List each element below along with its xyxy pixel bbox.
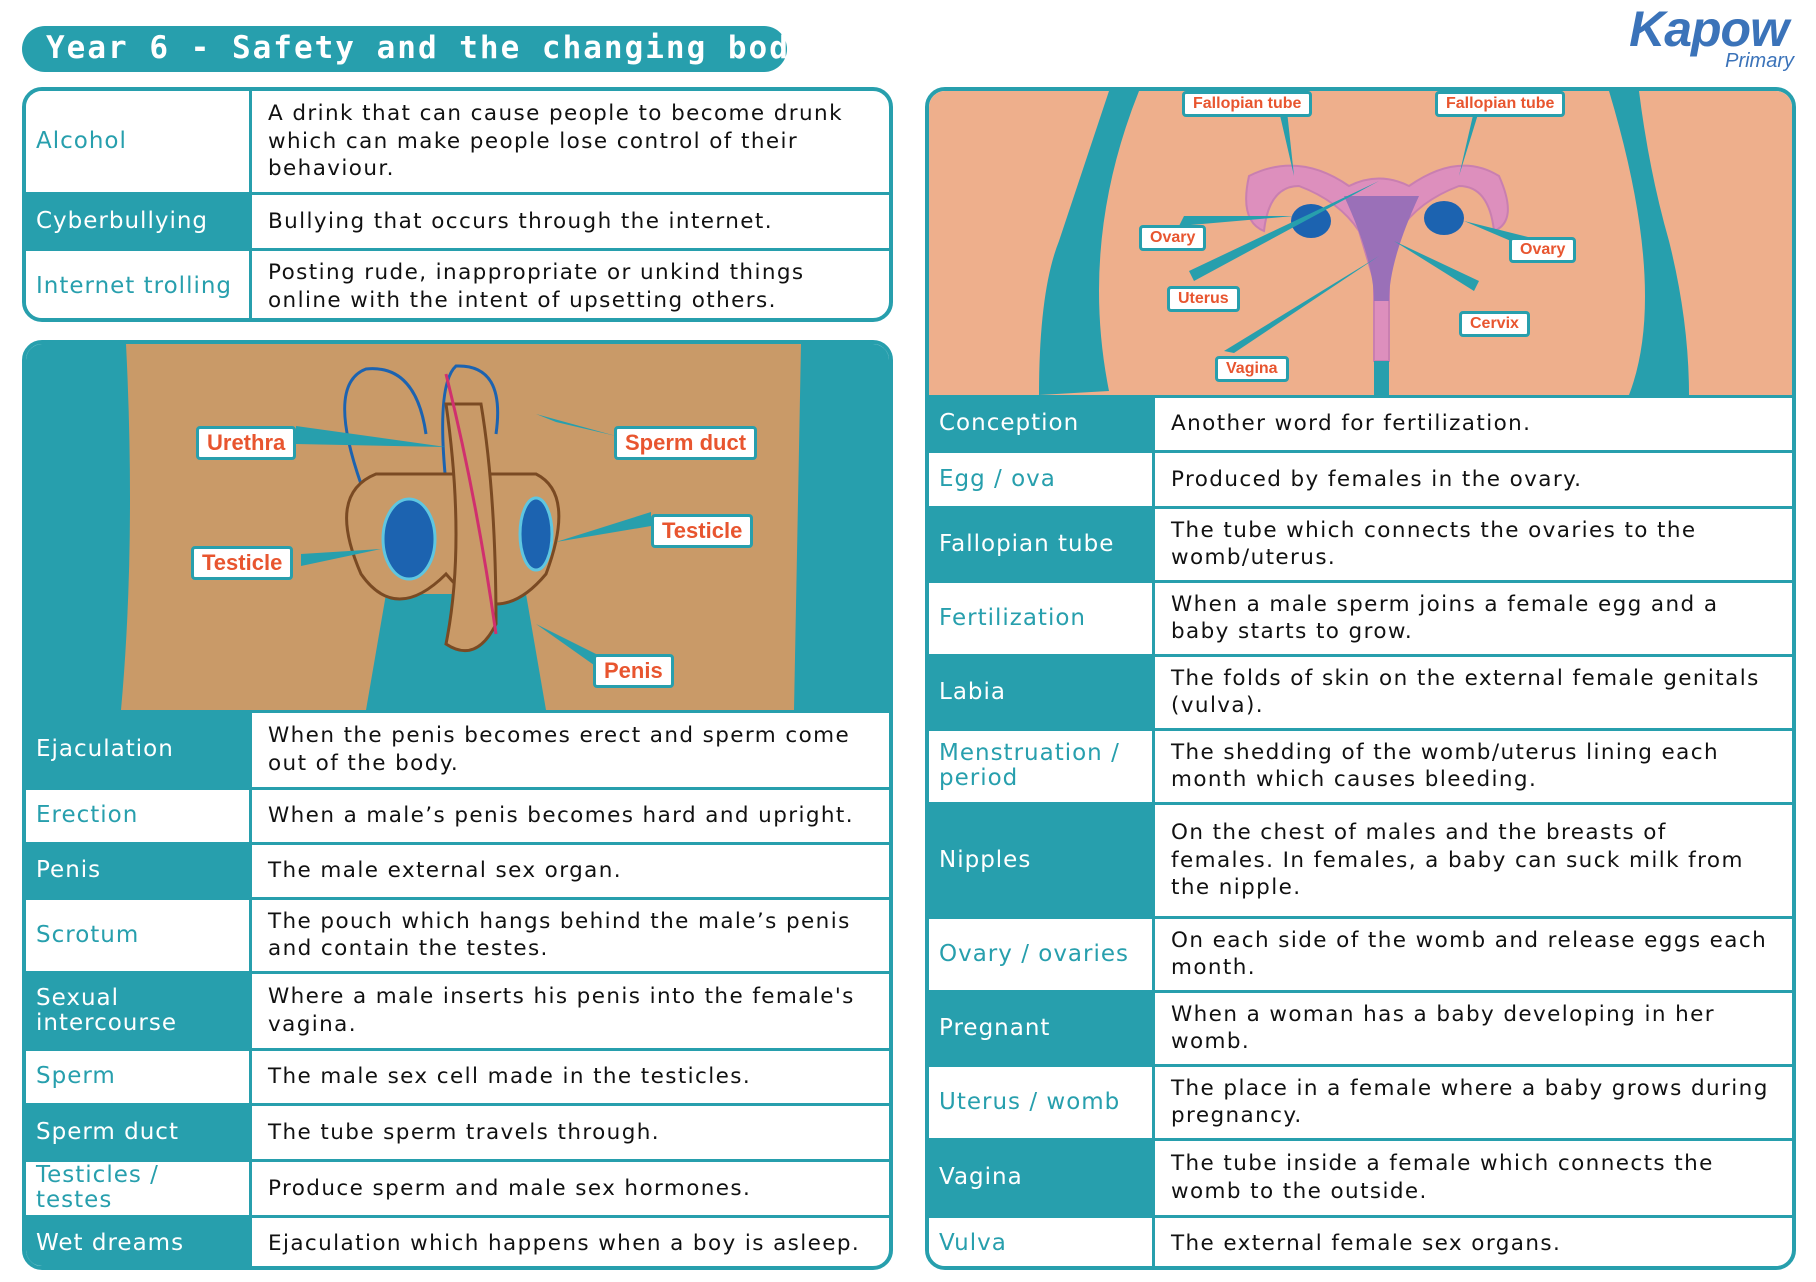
vocab-term: Vagina <box>929 1140 1155 1215</box>
vocab-term: Fallopian tube <box>929 508 1155 580</box>
vocab-term: Pregnant <box>929 992 1155 1064</box>
vocab-term: Vulva <box>929 1217 1155 1266</box>
vocab-definition: Posting rude, inappropriate or unkind th… <box>268 259 805 313</box>
vocab-term: Nipples <box>929 804 1155 916</box>
vocab-definition: Ejaculation which happens when a boy is … <box>268 1231 861 1257</box>
label-ovary-right: Ovary <box>1509 237 1577 263</box>
vocab-row: Vulva The external female sex organs. <box>929 1214 1792 1266</box>
female-diagram: Fallopian tube Fallopian tube Ovary Ovar… <box>929 91 1792 395</box>
vocab-term: Alcohol <box>26 91 252 192</box>
label-penis: Penis <box>593 654 674 688</box>
vocab-definition: On each side of the womb and release egg… <box>1171 927 1768 981</box>
vocab-definition: Bullying that occurs through the interne… <box>268 208 773 234</box>
vocab-row: Ejaculation When the penis becomes erect … <box>26 709 889 787</box>
vocab-row: Internet trolling Posting rude, inappropr… <box>26 248 889 318</box>
vocab-row: Vagina The tube inside a female which con… <box>929 1137 1792 1215</box>
vocab-term: Ejaculation <box>26 712 252 787</box>
vocab-term: Internet trolling <box>26 251 252 318</box>
vocab-row: Uterus / womb The place in a female where… <box>929 1063 1792 1138</box>
vocab-row: Menstruation / period The shedding of the… <box>929 727 1792 802</box>
vocab-definition: The external female sex organs. <box>1171 1231 1562 1257</box>
vocab-definition: The tube sperm travels through. <box>268 1119 661 1145</box>
vocab-term: Uterus / womb <box>929 1066 1155 1138</box>
label-sperm-duct: Sperm duct <box>614 426 758 460</box>
vocab-row: Penis The male external sex organ. <box>26 841 889 897</box>
vocab-term: Erection <box>26 789 252 842</box>
vocab-definition: When a male sperm joins a female egg and… <box>1171 591 1719 645</box>
page-title: Year 6 - Safety and the changing body <box>22 26 809 72</box>
vocab-definition: The pouch which hangs behind the male’s … <box>268 908 851 962</box>
vocab-term: Scrotum <box>26 899 252 971</box>
vocab-row: Ovary / ovaries On each side of the womb … <box>929 915 1792 990</box>
vocab-row: Labia The folds of skin on the external f… <box>929 653 1792 728</box>
vocab-row: Scrotum The pouch which hangs behind the … <box>26 896 889 971</box>
female-body-panel: Fallopian tube Fallopian tube Ovary Ovar… <box>925 87 1796 1270</box>
vocab-definition: Produce sperm and male sex hormones. <box>268 1175 752 1201</box>
male-body-panel: Urethra Sperm duct Testicle Testicle Pen… <box>22 340 893 1270</box>
vocab-term: Ovary / ovaries <box>929 918 1155 990</box>
label-uterus: Uterus <box>1167 286 1240 312</box>
vocab-definition: Produced by females in the ovary. <box>1171 466 1583 492</box>
vocab-term: Conception <box>929 397 1155 450</box>
label-ovary-left: Ovary <box>1139 225 1207 251</box>
vocab-definition: On the chest of males and the breasts of… <box>1171 820 1744 901</box>
label-vagina: Vagina <box>1215 356 1289 382</box>
vocab-row: Wet dreams Ejaculation which happens when… <box>26 1214 889 1266</box>
vocab-term: Sperm duct <box>26 1105 252 1159</box>
female-anatomy-illustration <box>1039 91 1689 395</box>
vocab-row: Testicles / testes Produce sperm and male… <box>26 1158 889 1215</box>
vocab-term: Sperm <box>26 1050 252 1103</box>
logo-main: Kapow <box>1629 1 1789 57</box>
label-fallopian-tube-right: Fallopian tube <box>1435 91 1566 117</box>
vocab-definition: When a male’s penis becomes hard and upr… <box>268 803 854 829</box>
vocab-definition: The shedding of the womb/uterus lining e… <box>1171 739 1719 793</box>
vocab-row: Fertilization When a male sperm joins a f… <box>929 579 1792 654</box>
vocab-definition: When a woman has a baby developing in he… <box>1171 1001 1715 1055</box>
vocab-definition: A drink that can cause people to become … <box>268 101 843 182</box>
logo-sub: Primary <box>1725 50 1794 72</box>
label-cervix: Cervix <box>1459 311 1530 337</box>
vocab-term: Egg / ova <box>929 452 1155 506</box>
vocab-term: Wet dreams <box>26 1217 252 1266</box>
vocab-term: Fertilization <box>929 582 1155 654</box>
male-anatomy-illustration <box>121 344 801 710</box>
vocab-row: Sexual intercourse Where a male inserts h… <box>26 970 889 1048</box>
vocab-row: Erection When a male’s penis becomes hard… <box>26 786 889 842</box>
vocab-term: Sexual intercourse <box>26 973 252 1048</box>
vocab-term: Cyberbullying <box>26 195 252 248</box>
vocab-definition: When the penis becomes erect and sperm c… <box>268 723 851 776</box>
vocab-definition: The male external sex organ. <box>268 858 622 884</box>
male-diagram: Urethra Sperm duct Testicle Testicle Pen… <box>26 344 889 710</box>
vocab-row: Sperm The male sex cell made in the testi… <box>26 1047 889 1103</box>
label-testicle-right: Testicle <box>651 514 754 548</box>
vocab-definition: Another word for fertilization. <box>1171 411 1532 437</box>
vocab-definition: The tube which connects the ovaries to t… <box>1171 517 1697 571</box>
vocab-row: Sperm duct The tube sperm travels through… <box>26 1102 889 1159</box>
vocab-definition: The tube inside a female which connects … <box>1171 1151 1714 1204</box>
label-fallopian-tube-left: Fallopian tube <box>1182 91 1313 117</box>
vocab-term: Menstruation / period <box>929 730 1155 802</box>
vocab-definition: The male sex cell made in the testicles. <box>268 1064 752 1090</box>
vocab-definition: Where a male inserts his penis into the … <box>268 984 855 1037</box>
vocab-term: Penis <box>26 844 252 897</box>
vocab-row: Pregnant When a woman has a baby developi… <box>929 989 1792 1064</box>
vocab-row: Conception Another word for fertilization… <box>929 394 1792 450</box>
label-testicle-left: Testicle <box>191 546 294 580</box>
kapow-logo: Kapow Primary <box>1629 1 1794 74</box>
vocab-row: Cyberbullying Bullying that occurs throug… <box>26 192 889 248</box>
vocab-term: Labia <box>929 656 1155 728</box>
vocab-row: Egg / ova Produced by females in the ovar… <box>929 449 1792 506</box>
vocab-definition: The folds of skin on the external female… <box>1171 665 1760 719</box>
vocab-term: Testicles / testes <box>26 1161 252 1215</box>
vocab-row: Fallopian tube The tube which connects th… <box>929 505 1792 580</box>
vocab-definition: The place in a female where a baby grows… <box>1171 1075 1769 1129</box>
label-urethra: Urethra <box>196 426 297 460</box>
